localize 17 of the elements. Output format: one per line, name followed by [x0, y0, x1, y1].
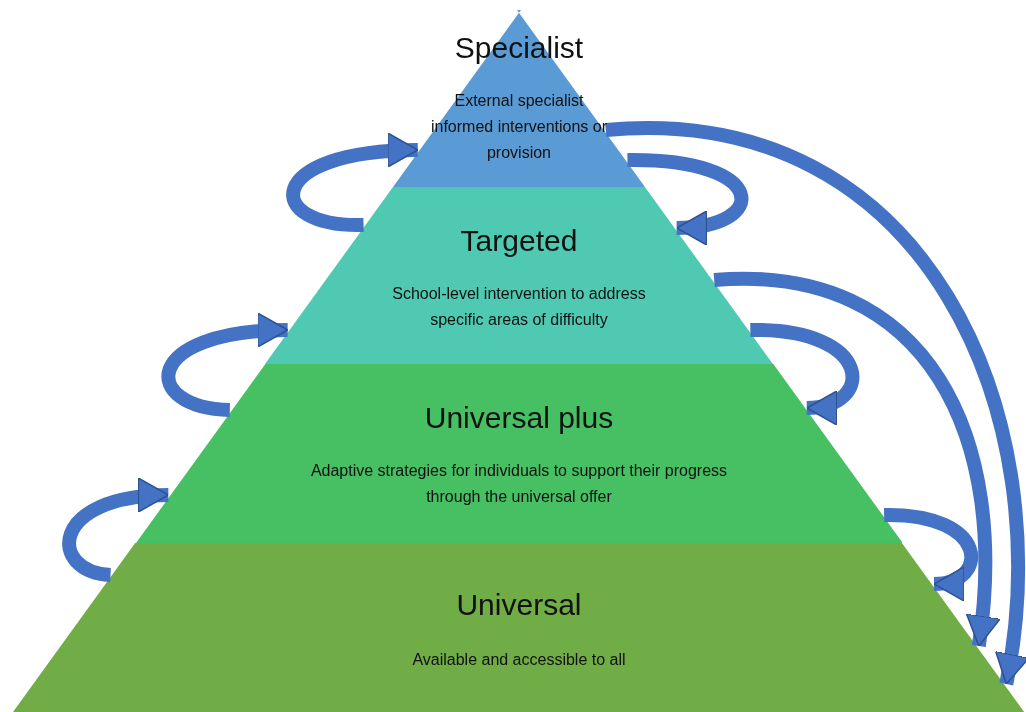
pyramid-tier — [265, 187, 773, 364]
pyramid-tier — [135, 364, 903, 543]
curved-arrow — [750, 323, 860, 423]
curved-arrow — [714, 272, 1000, 647]
tier-description: School-level intervention to address specific areas of difficulty — [391, 284, 647, 330]
tier-description: Available and accessible to all — [411, 650, 627, 670]
curved-arrow — [161, 313, 289, 417]
tier-heading: Universal — [455, 587, 583, 623]
tier-heading: Targeted — [459, 223, 579, 259]
pyramid-tier — [13, 543, 1025, 712]
curved-arrow — [883, 508, 979, 599]
curved-arrow — [62, 478, 170, 582]
tier-heading: Universal plus — [423, 400, 615, 436]
tier-description: Adaptive strategies for individuals to support their progress through the universal offer — [309, 461, 729, 507]
curved-arrow — [286, 133, 419, 232]
curved-arrow — [627, 153, 749, 244]
curved-arrow — [605, 122, 1026, 685]
